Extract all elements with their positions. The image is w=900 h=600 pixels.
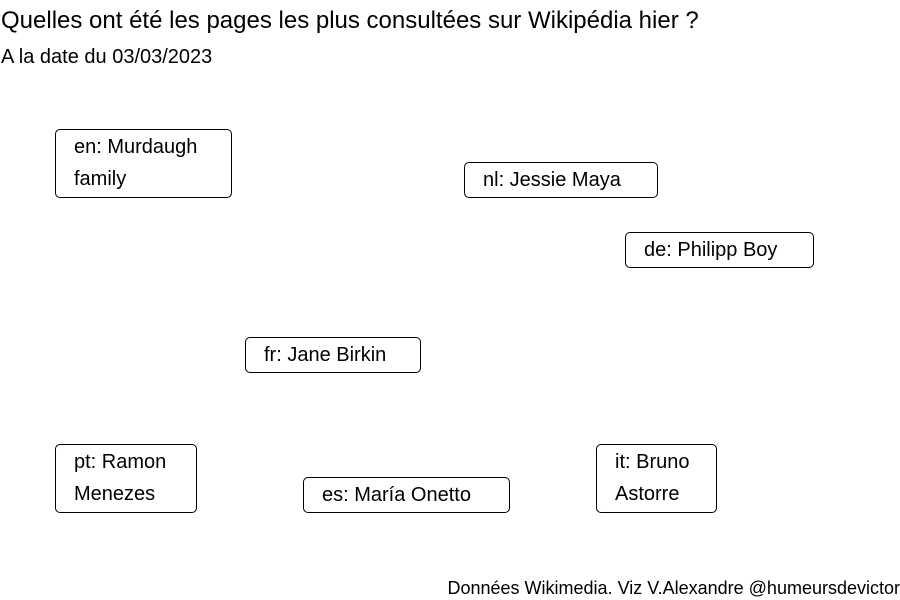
label-box-fr: fr: Jane Birkin <box>245 337 421 373</box>
chart-subtitle: A la date du 03/03/2023 <box>1 46 213 68</box>
label-box-en: en: Murdaugh family <box>55 129 232 198</box>
label-line: Astorre <box>615 483 680 505</box>
label-line: de: Philipp Boy <box>644 239 778 261</box>
chart-title: Quelles ont été les pages les plus consu… <box>1 7 699 34</box>
label-box-es: es: María Onetto <box>303 477 510 513</box>
label-line: pt: Ramon <box>74 451 167 473</box>
label-box-nl: nl: Jessie Maya <box>464 162 658 198</box>
label-line: Menezes <box>74 483 156 505</box>
label-line: it: Bruno <box>615 451 690 473</box>
label-line: fr: Jane Birkin <box>264 344 387 366</box>
label-line: es: María Onetto <box>322 484 471 506</box>
chart-caption: Données Wikimedia. Viz V.Alexandre @hume… <box>447 578 900 598</box>
label-line: family <box>74 168 127 190</box>
label-box-de: de: Philipp Boy <box>625 232 814 268</box>
label-line: nl: Jessie Maya <box>483 169 621 191</box>
label-line: en: Murdaugh <box>74 136 198 158</box>
